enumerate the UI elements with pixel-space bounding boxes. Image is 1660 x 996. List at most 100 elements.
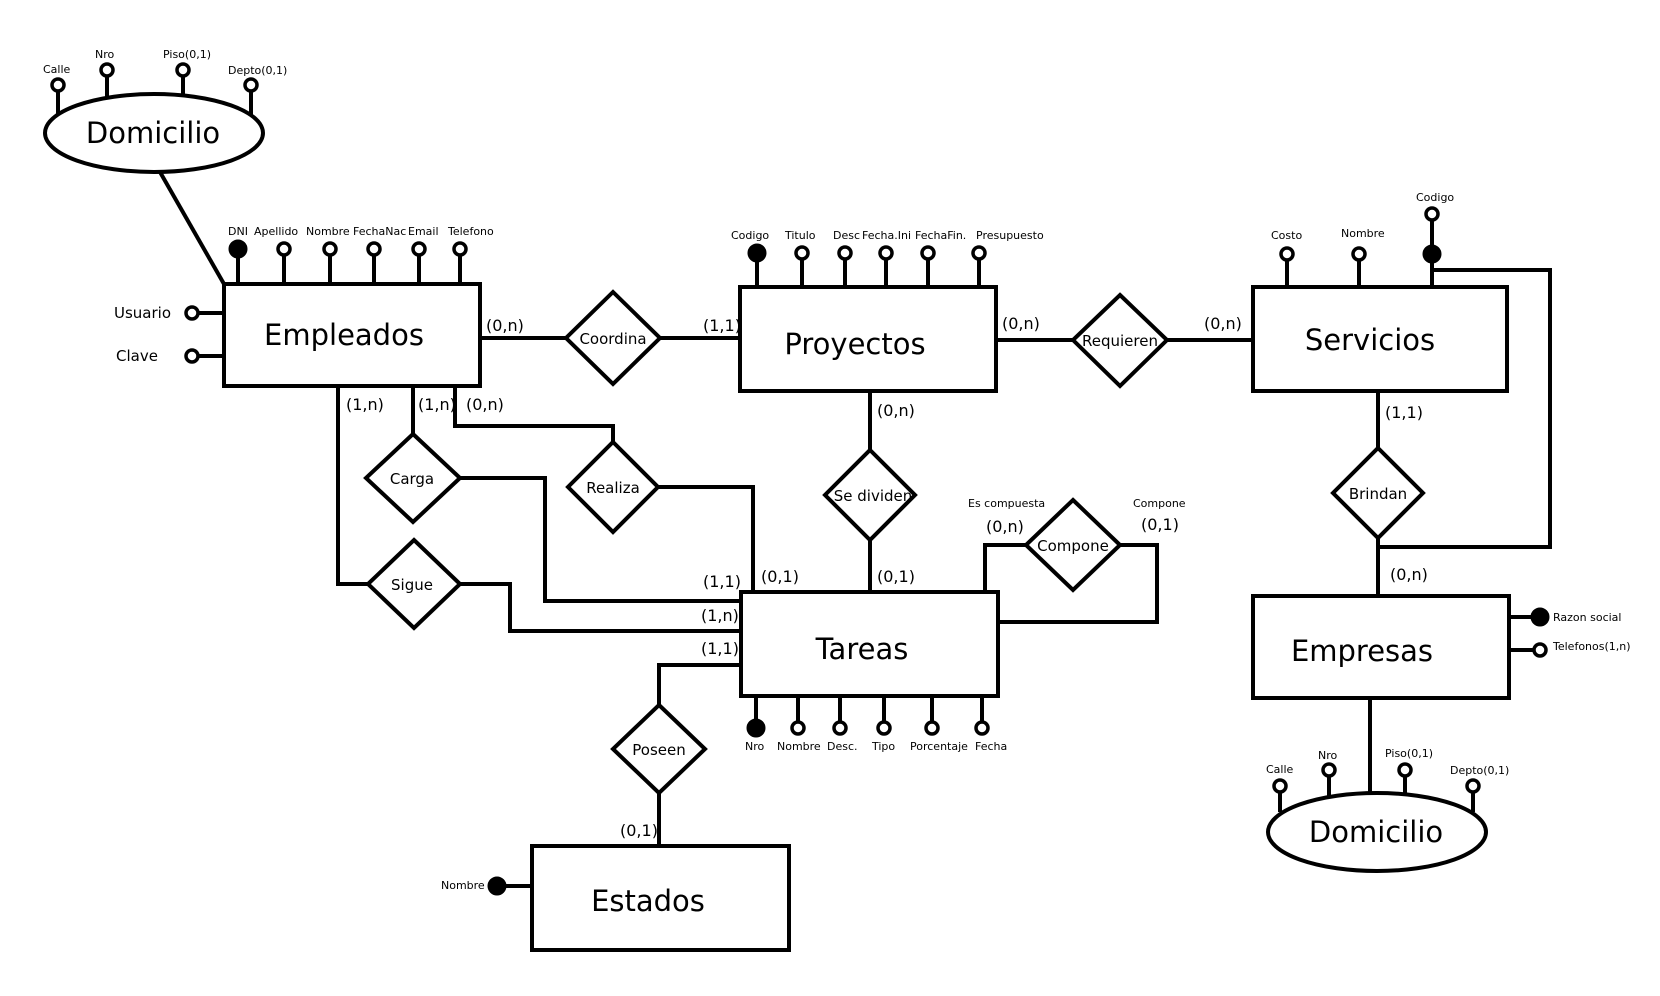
- attr-dom-calle-icon: [50, 77, 66, 93]
- attr-emp-apellido-icon: [276, 241, 292, 257]
- attr-proy-codigo-key-icon: [747, 243, 767, 263]
- attr-emp-fechanac-icon: [366, 241, 382, 257]
- attr-proy-titulo-icon: [794, 245, 810, 261]
- attr-dom2-calle-label: Calle: [1266, 763, 1294, 776]
- carga-label: Carga: [390, 470, 434, 488]
- attr-emp-dni-label: DNI: [228, 225, 248, 238]
- attr-tar-fecha-icon: [974, 720, 990, 736]
- requieren-label: Requieren: [1082, 332, 1158, 350]
- attr-proy-titulo-label: Titulo: [784, 229, 816, 242]
- attribute-stems: [56, 72, 1538, 888]
- attr-dom2-nro-label: Nro: [1318, 749, 1338, 762]
- entity-tareas[interactable]: Tareas: [739, 590, 1000, 698]
- attr-compone-es-compuesta-label: Es compuesta: [968, 497, 1045, 510]
- entity-estados-label: Estados: [591, 884, 705, 918]
- attr-dom-depto-icon: [243, 77, 259, 93]
- relationship-brindan[interactable]: Brindan: [1330, 445, 1426, 541]
- entity-domicilio-empresas[interactable]: Domicilio: [1266, 791, 1488, 873]
- attr-emp-clave-label: Clave: [116, 347, 158, 365]
- attr-serv-codigo-label: Codigo: [1416, 191, 1454, 204]
- entity-proyectos[interactable]: Proyectos: [738, 285, 998, 393]
- attr-empr-telefonos-label: Telefonos(1,n): [1552, 640, 1631, 653]
- line-compone-tareas-right: [1000, 543, 1159, 624]
- relationship-carga[interactable]: Carga: [363, 431, 463, 525]
- relationship-requieren[interactable]: Requieren: [1070, 292, 1170, 389]
- attr-proy-desc-icon: [837, 245, 853, 261]
- attr-tar-nombre-label: Nombre: [777, 740, 821, 753]
- attr-tar-nro-label: Nro: [745, 740, 765, 753]
- line-carga-tareas: [460, 476, 741, 603]
- attr-dom-depto-label: Depto(0,1): [228, 64, 287, 77]
- attr-emp-email-label: Email: [408, 225, 439, 238]
- attribute-labels: Calle Nro Piso(0,1) Depto(0,1) DNI Apell…: [43, 48, 1631, 892]
- entity-estados[interactable]: Estados: [530, 844, 791, 952]
- entity-empleados-label: Empleados: [264, 318, 424, 352]
- card-empleados-sigue: (1,n): [346, 395, 384, 414]
- relationship-coordina[interactable]: Coordina: [563, 289, 663, 387]
- attr-dom-nro-icon: [99, 62, 115, 78]
- line-realiza-tareas: [658, 485, 755, 592]
- entity-empleados[interactable]: Empleados: [222, 282, 482, 388]
- compone-label: Compone: [1037, 537, 1109, 555]
- realiza-label: Realiza: [586, 479, 640, 497]
- line-empleados-realiza: [453, 386, 615, 442]
- attr-emp-nombre-label: Nombre: [306, 225, 350, 238]
- entity-empresas-label: Empresas: [1291, 634, 1433, 668]
- line-empleados-sigue: [336, 386, 368, 586]
- connection-lines: [158, 171, 1552, 846]
- card-tareas-sigue: (1,n): [701, 606, 739, 625]
- attr-tar-fecha-label: Fecha: [975, 740, 1007, 753]
- entity-tareas-label: Tareas: [815, 632, 909, 666]
- attr-emp-usuario-label: Usuario: [114, 304, 171, 322]
- relationship-sigue[interactable]: Sigue: [365, 537, 463, 631]
- card-servicios-brindan: (1,1): [1385, 403, 1423, 422]
- attr-tar-nro-key-icon: [746, 718, 766, 738]
- attribute-markers: [50, 62, 1550, 896]
- card-proyectos-coordina: (1,1): [703, 316, 741, 335]
- attr-emp-fechanac-label: FechaNac: [353, 225, 406, 238]
- attr-proy-fechaini-icon: [878, 245, 894, 261]
- attr-proy-fechafin-label: FechaFin.: [915, 229, 966, 242]
- attr-emp-clave-icon: [184, 348, 200, 364]
- relationship-se-dividen[interactable]: Se dividen: [822, 447, 918, 543]
- attr-tar-desc-label: Desc.: [827, 740, 858, 753]
- card-empresas-brindan: (0,n): [1390, 565, 1428, 584]
- attr-tar-porcentaje-label: Porcentaje: [910, 740, 968, 753]
- attr-dom-nro-label: Nro: [95, 48, 115, 61]
- card-proyectos-se-dividen: (0,n): [877, 401, 915, 420]
- attr-proy-fechafin-icon: [920, 245, 936, 261]
- attr-emp-nombre-icon: [322, 241, 338, 257]
- poseen-label: Poseen: [632, 741, 685, 759]
- entity-servicios[interactable]: Servicios: [1251, 285, 1509, 393]
- relationship-realiza[interactable]: Realiza: [565, 439, 661, 535]
- attr-dom-piso-label: Piso(0,1): [163, 48, 211, 61]
- relationship-compone[interactable]: Compone: [1023, 497, 1123, 593]
- attr-proy-codigo-label: Codigo: [731, 229, 769, 242]
- entity-empresas[interactable]: Empresas: [1251, 594, 1511, 700]
- relationship-poseen[interactable]: Poseen: [610, 702, 708, 796]
- coordina-label: Coordina: [579, 330, 646, 348]
- line-servicios-codigo-empresas: [1378, 268, 1552, 549]
- attr-tar-nombre-icon: [790, 720, 806, 736]
- attr-serv-codigo-icon: [1424, 206, 1440, 222]
- attr-dom2-nro-icon: [1321, 762, 1337, 778]
- se-dividen-label: Se dividen: [834, 487, 913, 505]
- attr-empr-telefonos-icon: [1532, 642, 1548, 658]
- card-empleados-carga: (1,n): [418, 395, 456, 414]
- attr-serv-nombre-icon: [1351, 246, 1367, 262]
- card-empleados-coordina: (0,n): [486, 316, 524, 335]
- attr-tar-tipo-label: Tipo: [871, 740, 895, 753]
- card-tareas-realiza: (0,1): [761, 567, 799, 586]
- attr-tar-porcentaje-icon: [924, 720, 940, 736]
- attr-serv-nombre-label: Nombre: [1341, 227, 1385, 240]
- brindan-label: Brindan: [1349, 485, 1407, 503]
- card-tareas-poseen: (1,1): [701, 639, 739, 658]
- attr-compone-compone-label: Compone: [1133, 497, 1186, 510]
- entity-domicilio-empleados[interactable]: Domicilio: [43, 92, 265, 174]
- attr-serv-codigo-key-icon: [1422, 244, 1442, 264]
- cardinality-labels: (0,n) (1,1) (0,n) (0,n) (1,n) (1,n) (0,n…: [346, 314, 1428, 840]
- line-tareas-compone-left: [983, 543, 1026, 592]
- sigue-label: Sigue: [391, 576, 433, 594]
- line-tareas-poseen: [657, 663, 741, 705]
